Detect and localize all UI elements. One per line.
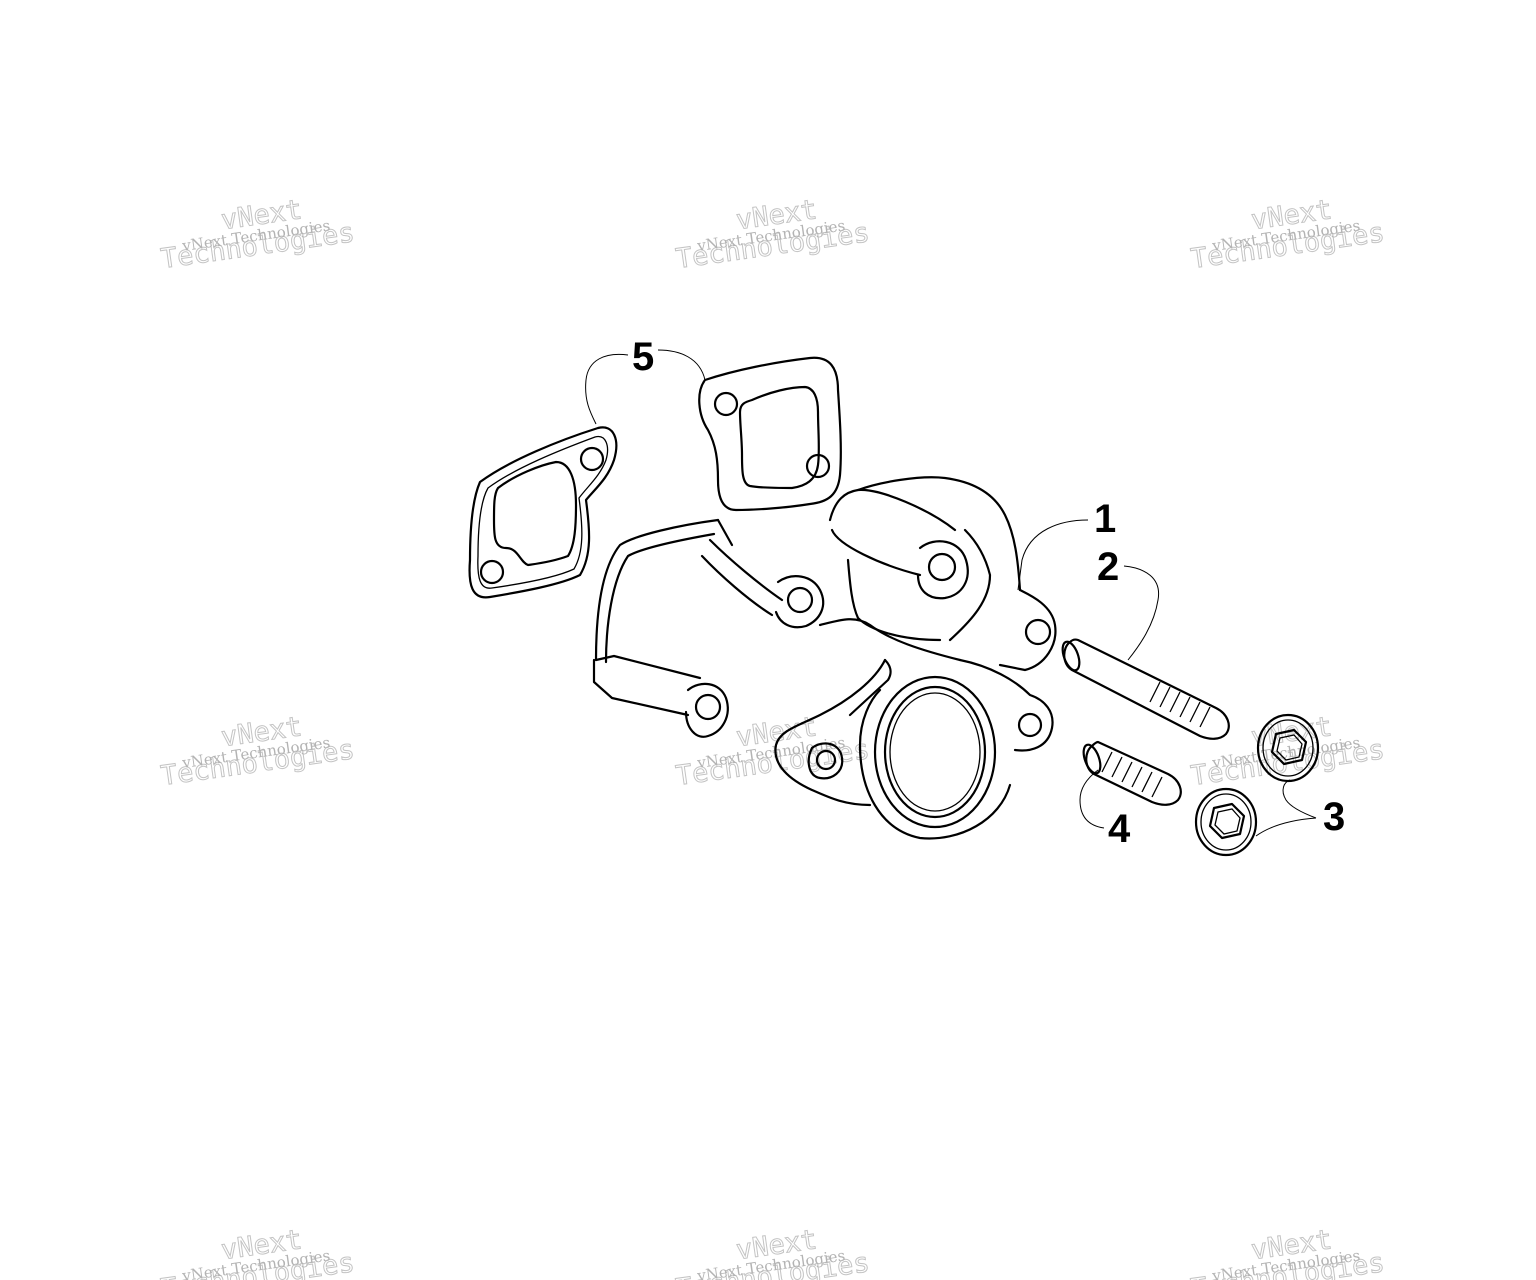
callout-2: 2 <box>1097 545 1119 589</box>
callout-labels: 5 1 2 3 4 <box>632 335 1345 851</box>
thermostat-housing <box>592 476 1057 840</box>
callout-4: 4 <box>1108 807 1131 851</box>
stud-short <box>1082 740 1182 806</box>
gasket-right <box>698 356 842 512</box>
stud-long <box>1061 638 1230 740</box>
flange-nut-lower <box>1194 787 1258 857</box>
callout-3: 3 <box>1323 795 1345 839</box>
leader-lines <box>585 349 1317 837</box>
watermark-layer: vNext Technologies vNext Technologies vN… <box>158 194 1386 1280</box>
callout-1: 1 <box>1094 497 1116 541</box>
callout-5: 5 <box>632 335 654 379</box>
gasket-left <box>468 426 618 599</box>
